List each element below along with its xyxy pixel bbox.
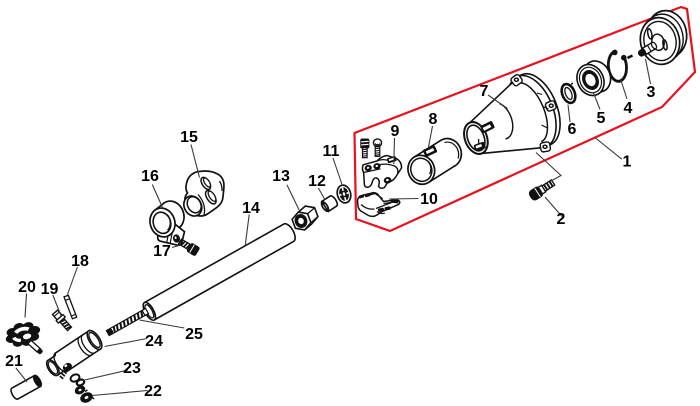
svg-text:8: 8	[429, 111, 438, 128]
svg-text:10: 10	[420, 191, 438, 208]
svg-text:17: 17	[153, 243, 171, 260]
svg-text:20: 20	[18, 279, 36, 296]
svg-text:16: 16	[141, 168, 159, 185]
svg-text:6: 6	[568, 121, 577, 138]
svg-text:4: 4	[624, 100, 633, 117]
svg-text:24: 24	[145, 333, 163, 350]
svg-text:19: 19	[41, 281, 59, 298]
svg-text:3: 3	[647, 84, 656, 101]
svg-text:5: 5	[597, 110, 606, 127]
svg-text:18: 18	[71, 253, 89, 270]
svg-text:2: 2	[557, 211, 566, 228]
svg-text:23: 23	[123, 360, 141, 377]
svg-text:13: 13	[272, 168, 290, 185]
svg-text:1: 1	[623, 154, 632, 171]
svg-text:21: 21	[5, 353, 23, 370]
svg-text:14: 14	[242, 200, 260, 217]
svg-text:22: 22	[144, 383, 162, 400]
svg-text:7: 7	[480, 83, 489, 100]
svg-text:9: 9	[391, 123, 400, 140]
svg-text:25: 25	[185, 326, 203, 343]
svg-text:12: 12	[308, 173, 326, 190]
svg-text:11: 11	[323, 143, 340, 160]
svg-text:15: 15	[180, 129, 198, 146]
